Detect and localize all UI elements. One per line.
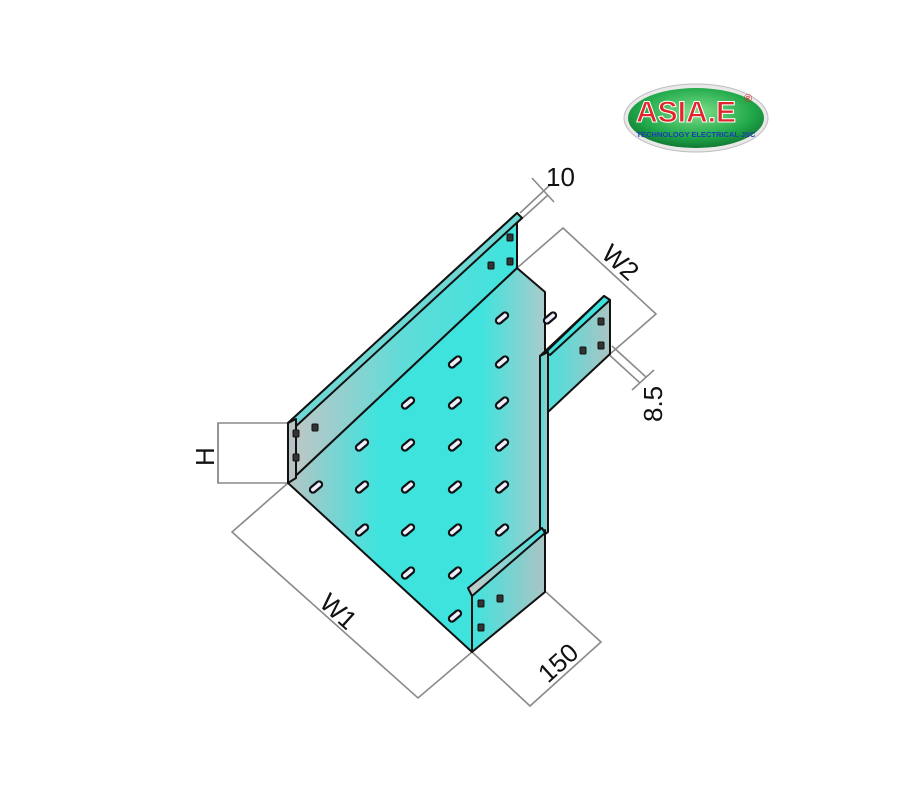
logo-brand: ASIA.E	[636, 96, 736, 129]
dim-top-flange-label: 10	[546, 162, 575, 192]
dimension-lines	[217, 177, 658, 708]
dim-height-label: H	[190, 447, 220, 466]
company-logo: ASIA.E ® TECHNOLOGY ELECTRICAL JSC	[623, 83, 769, 153]
ventilation-slots	[308, 311, 558, 623]
bolt-holes	[292, 233, 605, 632]
logo-tagline: TECHNOLOGY ELECTRICAL JSC	[637, 130, 756, 139]
dim-side-offset-label: 8.5	[638, 386, 668, 422]
tray-body	[287, 212, 611, 653]
dim-w2-label: W2	[596, 238, 645, 286]
dim-leg-length-label: 150	[532, 637, 584, 688]
dim-w1-label: W1	[314, 587, 363, 635]
logo-registered: ®	[744, 93, 752, 105]
